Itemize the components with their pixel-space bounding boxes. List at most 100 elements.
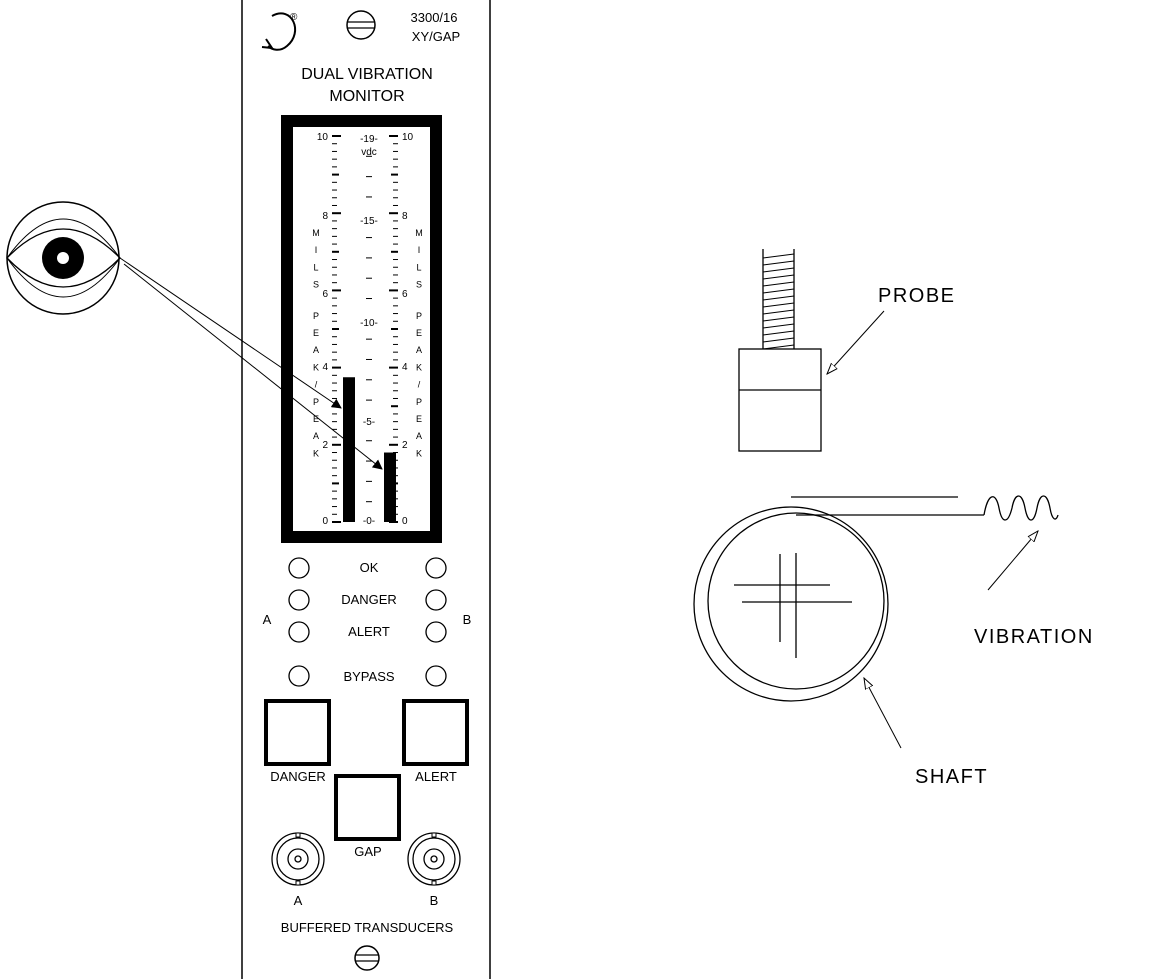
title-line-2: MONITOR	[329, 88, 404, 105]
right-scale-label: 0	[402, 516, 408, 527]
right-scale-label: 4	[402, 362, 408, 373]
bar-meter: 10 8 6 4 2 0 10 8 6 4 2 0 -19- vdc -15- …	[281, 115, 442, 543]
vertical-unit-letter: P	[313, 311, 319, 321]
shaft-pointer	[864, 678, 902, 749]
monitor-panel: ® 3300/16 XY/GAP DUAL VIBRATION MONITOR …	[241, 0, 491, 979]
vertical-unit-letter: K	[416, 448, 422, 458]
cable-hatch-line	[762, 323, 795, 329]
led-b-bypass	[425, 665, 447, 687]
alert-button[interactable]	[402, 699, 469, 766]
vibration-waveform	[983, 495, 1059, 521]
cable-hatch-line	[762, 309, 795, 315]
cable-hatch-line	[762, 295, 795, 301]
vertical-unit-letter: M	[415, 228, 423, 238]
sight-line-a	[119, 257, 342, 409]
center-scale: -19- vdc -15- -10- -5- -0-	[360, 134, 378, 527]
cable-hatch-line	[762, 281, 795, 287]
vertical-unit-letter: I	[315, 245, 318, 255]
shaft	[693, 506, 889, 702]
probe-cable	[762, 249, 795, 350]
vertical-unit-letter: K	[313, 448, 319, 458]
vertical-unit-letter: L	[416, 262, 421, 272]
vertical-unit-letter: /	[315, 380, 318, 390]
bnc-connector-icon[interactable]	[271, 832, 325, 886]
vertical-unit-letter: I	[418, 245, 421, 255]
danger-button[interactable]	[264, 699, 331, 766]
left-scale-label: 6	[322, 289, 328, 300]
meter-tick-marks	[332, 135, 398, 523]
vertical-unit-letter: S	[313, 280, 319, 290]
vertical-unit-letter: P	[416, 397, 422, 407]
model-number: 3300/16	[411, 10, 458, 25]
screw-icon	[346, 10, 376, 40]
vertical-unit-letter: K	[416, 362, 422, 372]
vertical-unit-letter: E	[313, 328, 319, 338]
cable-hatch-line	[762, 274, 795, 280]
vertical-unit-letter: A	[416, 431, 422, 441]
led-label-alert: ALERT	[348, 624, 390, 639]
led-a-ok	[288, 557, 310, 579]
right-scale-label: 6	[402, 289, 408, 300]
center-scale-label: -15-	[360, 216, 378, 227]
vertical-unit-letter: E	[313, 414, 319, 424]
registered-logo-icon: ®	[261, 12, 298, 51]
screw-icon	[354, 945, 380, 971]
gap-button[interactable]	[334, 774, 401, 841]
left-scale-label: 2	[322, 440, 328, 451]
connector-a-label: A	[294, 893, 303, 908]
led-a-danger	[288, 589, 310, 611]
probe-body	[738, 348, 822, 452]
channel-b-bar	[384, 452, 396, 522]
vertical-unit-letter: A	[313, 345, 319, 355]
vibration-label: VIBRATION	[974, 626, 1094, 648]
channel-b-label: B	[463, 612, 472, 627]
buffered-transducers-label: BUFFERED TRANSDUCERS	[281, 920, 454, 935]
left-scale-label: 8	[322, 211, 328, 222]
right-scale-label: 2	[402, 440, 408, 451]
cable-hatch-line	[762, 337, 795, 343]
led-b-danger	[425, 589, 447, 611]
shaft-label: SHAFT	[915, 766, 988, 788]
vertical-unit-letter: L	[313, 262, 318, 272]
led-a-alert	[288, 621, 310, 643]
danger-button-label: DANGER	[270, 769, 326, 784]
right-scale-label: 8	[402, 211, 408, 222]
left-scale: 10 8 6 4 2 0	[317, 132, 329, 527]
led-label-danger: DANGER	[341, 592, 397, 607]
cable-hatch-line	[762, 330, 795, 336]
title-line-1: DUAL VIBRATION	[301, 66, 433, 83]
bnc-connector-icon[interactable]	[407, 832, 461, 886]
vertical-unit-letter: S	[416, 280, 422, 290]
gap-button-label: GAP	[354, 844, 381, 859]
cable-hatch-line	[762, 253, 795, 259]
cable-hatch-line	[762, 316, 795, 322]
right-scale: 10 8 6 4 2 0	[402, 132, 414, 527]
led-b-ok	[425, 557, 447, 579]
vertical-unit-letter: P	[416, 311, 422, 321]
led-label-ok: OK	[360, 560, 379, 575]
vibration-pointer	[987, 531, 1038, 591]
connector-b-label: B	[430, 893, 439, 908]
led-b-alert	[425, 621, 447, 643]
channel-a-label: A	[263, 612, 272, 627]
center-scale-label: -10-	[360, 318, 378, 329]
led-a-bypass	[288, 665, 310, 687]
cable-hatch-line	[762, 267, 795, 273]
cable-hatch-line	[762, 260, 795, 266]
channel-a-bar	[343, 377, 355, 522]
center-scale-top: -19-	[360, 134, 378, 145]
led-label-bypass: BYPASS	[343, 669, 394, 684]
cable-hatch-line	[762, 288, 795, 294]
probe-pointer	[827, 310, 885, 374]
left-scale-label: 10	[317, 132, 329, 143]
cable-hatch-line	[762, 302, 795, 308]
vertical-unit-letter: A	[313, 431, 319, 441]
left-scale-label: 0	[322, 516, 328, 527]
registered-mark: ®	[290, 12, 298, 23]
vertical-unit-letter: E	[416, 328, 422, 338]
cable-hatch-line	[762, 344, 795, 350]
vertical-unit-letter: P	[313, 397, 319, 407]
